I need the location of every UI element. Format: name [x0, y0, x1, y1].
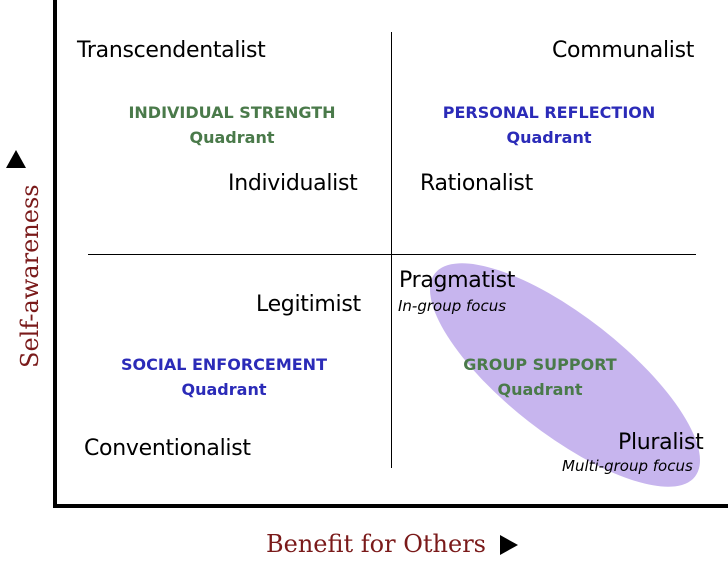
- quadrant-title: GROUP SUPPORT: [463, 355, 617, 374]
- stage-pluralist: Pluralist: [618, 430, 704, 455]
- horizontal-divider: [88, 254, 696, 255]
- quadrant-subtitle: Quadrant: [189, 128, 275, 147]
- quadrant-title: SOCIAL ENFORCEMENT: [121, 355, 327, 374]
- stage-legitimist: Legitimist: [256, 292, 361, 317]
- stage-rationalist: Rationalist: [420, 171, 533, 196]
- quadrant-title: PERSONAL REFLECTION: [442, 103, 656, 122]
- quadrant-personal-reflection: PERSONAL REFLECTION Quadrant: [421, 100, 677, 150]
- quadrant-subtitle: Quadrant: [181, 380, 267, 399]
- in-group-focus-note: In-group focus: [398, 297, 507, 315]
- quadrant-individual-strength: INDIVIDUAL STRENGTH Quadrant: [104, 100, 360, 150]
- y-axis-label: Self-awareness: [16, 184, 44, 368]
- quadrant-social-enforcement: SOCIAL ENFORCEMENT Quadrant: [96, 352, 352, 402]
- quadrant-group-support: GROUP SUPPORT Quadrant: [412, 352, 668, 402]
- quadrant-subtitle: Quadrant: [497, 380, 583, 399]
- stage-communalist: Communalist: [552, 38, 695, 63]
- quadrant-subtitle: Quadrant: [506, 128, 592, 147]
- x-axis-label: Benefit for Others: [266, 530, 486, 558]
- stage-individualist: Individualist: [228, 171, 358, 196]
- stage-transcendentalist: Transcendentalist: [77, 38, 266, 63]
- y-axis-arrow-icon: [6, 150, 26, 168]
- chart-axes-frame: [53, 0, 728, 508]
- stage-conventionalist: Conventionalist: [84, 436, 251, 461]
- x-axis-arrow-icon: [500, 535, 518, 555]
- vertical-divider: [391, 32, 392, 468]
- stage-pragmatist: Pragmatist: [399, 268, 516, 293]
- multi-group-focus-note: Multi-group focus: [562, 457, 693, 475]
- quadrant-title: INDIVIDUAL STRENGTH: [128, 103, 336, 122]
